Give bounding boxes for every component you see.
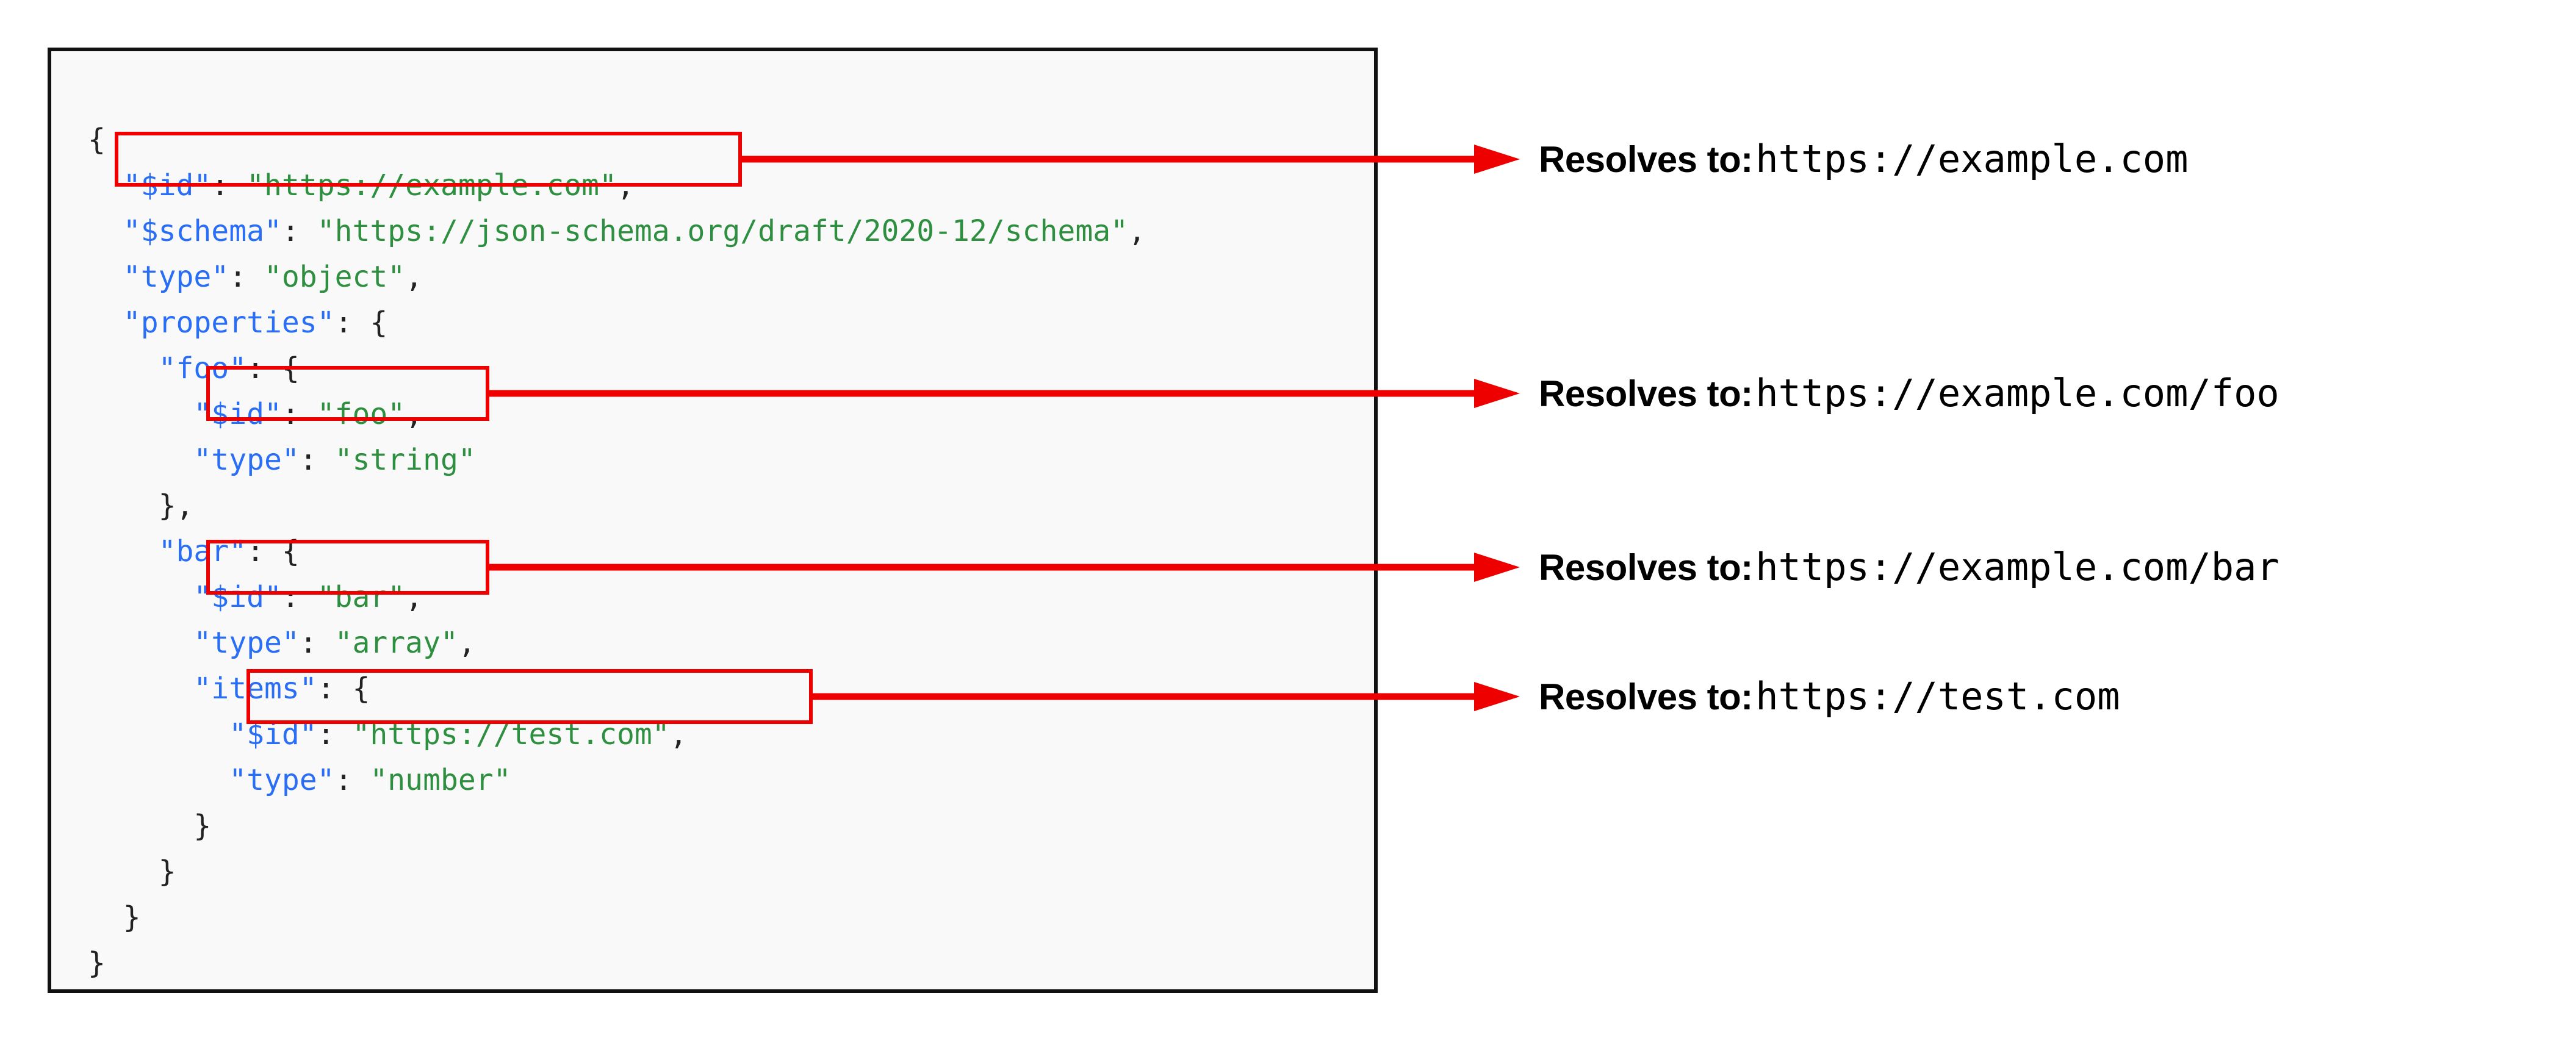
- code-token: "$id": [193, 397, 282, 431]
- code-token: }: [158, 855, 176, 889]
- code-line: }: [88, 803, 1146, 849]
- code-token: },: [158, 489, 194, 523]
- code-line: "$id": "https://test.com",: [88, 712, 1146, 758]
- annotation-resolve-1: Resolves to: https://example.com: [1539, 140, 2188, 178]
- code-token: ,: [669, 717, 688, 751]
- code-listing: { "$id": "https://example.com", "$schema…: [88, 117, 1146, 986]
- code-line: "$schema": "https://json-schema.org/draf…: [88, 209, 1146, 254]
- code-token: "object": [264, 260, 406, 294]
- code-token: ,: [1128, 214, 1146, 248]
- code-token: {: [88, 123, 106, 157]
- code-token: :: [229, 260, 264, 294]
- annotation-label: Resolves to:: [1539, 373, 1753, 414]
- code-token: "number": [370, 763, 511, 797]
- code-token: ,: [458, 626, 476, 660]
- code-token: :: [281, 580, 317, 614]
- code-token: "type": [123, 260, 229, 294]
- code-token: :: [281, 214, 317, 248]
- code-token: ,: [405, 580, 423, 614]
- annotation-label: Resolves to:: [1539, 139, 1753, 180]
- code-token: "$schema": [123, 214, 282, 248]
- annotation-url: https://test.com: [1755, 674, 2120, 719]
- code-token: "foo": [317, 397, 406, 431]
- code-token: : {: [246, 351, 300, 385]
- code-token: "https://example.com": [246, 168, 617, 203]
- code-token: "type": [229, 763, 335, 797]
- code-token: :: [299, 626, 335, 660]
- code-token: "type": [193, 626, 300, 660]
- annotation-resolve-3: Resolves to: https://example.com/bar: [1539, 548, 2279, 586]
- annotation-url: https://example.com/bar: [1755, 545, 2279, 589]
- code-token: "string": [334, 443, 476, 477]
- annotation-resolve-2: Resolves to: https://example.com/foo: [1539, 375, 2279, 412]
- code-token: :: [299, 443, 335, 477]
- code-token: :: [211, 168, 247, 203]
- code-line: }: [88, 849, 1146, 895]
- code-token: "properties": [123, 306, 335, 340]
- code-line: "$id": "bar",: [88, 575, 1146, 620]
- code-line: }: [88, 941, 1146, 986]
- arrow-icon-resolve-2: [489, 379, 1520, 408]
- annotation-label: Resolves to:: [1539, 676, 1753, 717]
- code-token: "bar": [158, 534, 247, 568]
- json-schema-code-block: { "$id": "https://example.com", "$schema…: [48, 48, 1378, 993]
- annotation-label: Resolves to:: [1539, 547, 1753, 588]
- code-token: }: [123, 900, 141, 934]
- code-token: "foo": [158, 351, 247, 385]
- code-line: "type": "array",: [88, 620, 1146, 666]
- annotation-url: https://example.com/foo: [1755, 371, 2279, 415]
- code-line: "items": {: [88, 666, 1146, 712]
- code-token: :: [281, 397, 317, 431]
- code-token: : {: [334, 306, 388, 340]
- arrow-icon-resolve-3: [489, 553, 1520, 582]
- code-token: : {: [246, 534, 300, 568]
- code-token: ,: [405, 260, 423, 294]
- annotation-resolve-4: Resolves to: https://test.com: [1539, 678, 2120, 715]
- code-line: },: [88, 483, 1146, 529]
- code-token: "bar": [317, 580, 406, 614]
- code-token: : {: [317, 672, 370, 706]
- code-token: "$id": [123, 168, 212, 203]
- code-line: "type": "number": [88, 758, 1146, 803]
- arrow-icon-resolve-4: [813, 682, 1520, 711]
- code-line: "type": "string": [88, 437, 1146, 483]
- code-token: ,: [616, 168, 635, 203]
- code-token: }: [193, 809, 212, 843]
- annotation-url: https://example.com: [1755, 137, 2189, 181]
- code-token: "$id": [229, 717, 317, 751]
- code-token: "https://test.com": [352, 717, 670, 751]
- code-line: }: [88, 895, 1146, 941]
- code-token: :: [317, 717, 353, 751]
- code-token: :: [334, 763, 370, 797]
- arrow-icon-resolve-1: [742, 145, 1520, 174]
- code-line: {: [88, 117, 1146, 163]
- code-line: "type": "object",: [88, 254, 1146, 300]
- code-token: }: [88, 946, 106, 980]
- code-token: "items": [193, 672, 317, 706]
- code-token: ,: [405, 397, 423, 431]
- code-token: "$id": [193, 580, 282, 614]
- code-token: "type": [193, 443, 300, 477]
- code-token: "https://json-schema.org/draft/2020-12/s…: [317, 214, 1129, 248]
- code-token: "array": [334, 626, 458, 660]
- code-line: "properties": {: [88, 300, 1146, 346]
